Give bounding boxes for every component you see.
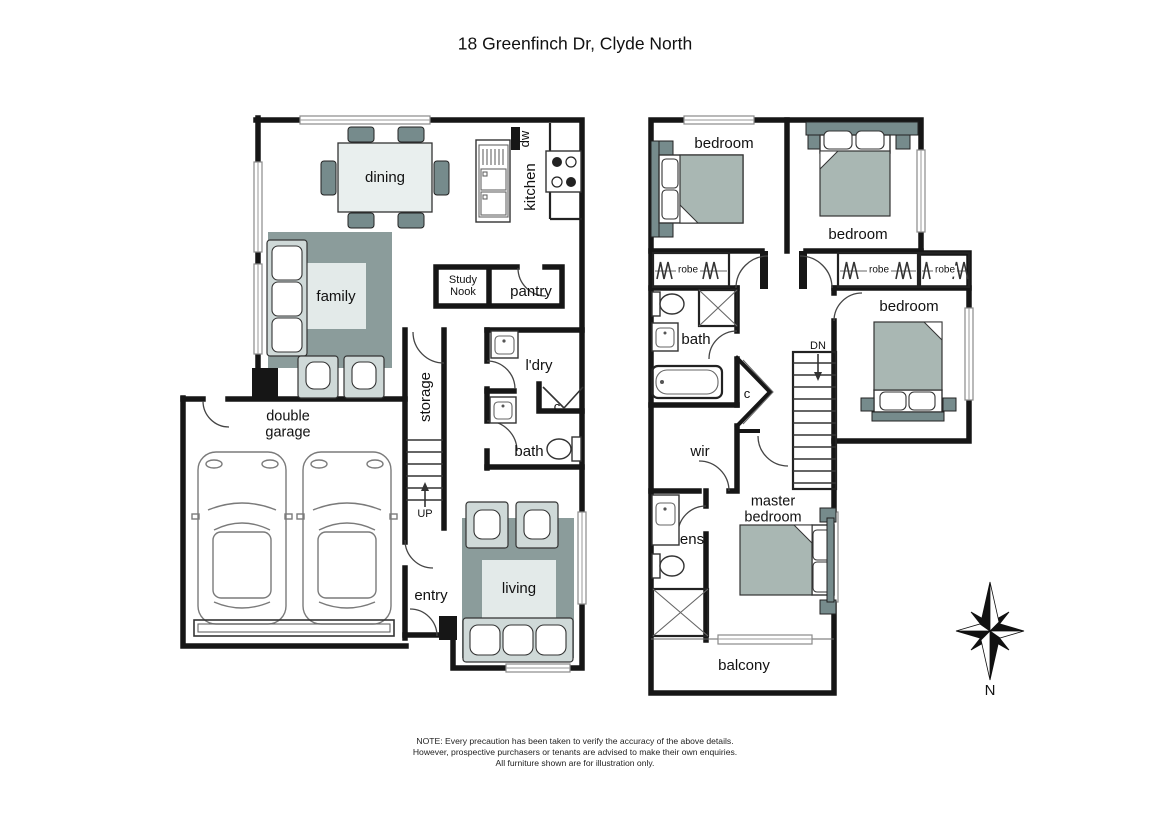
bathtub-icon <box>650 364 724 400</box>
stairs-up-icon <box>406 439 443 507</box>
note-line-2: However, prospective purchasers or tenan… <box>412 747 738 757</box>
first-floor-plan <box>648 115 974 696</box>
label-garage: double garage <box>265 408 311 440</box>
label-bath-ground: bath <box>514 442 544 460</box>
label-stairs-down: DN <box>810 340 826 353</box>
label-study-nook: Study Nook <box>448 274 478 298</box>
label-storage: storage <box>416 371 434 423</box>
label-bedroom-right: bedroom <box>879 297 939 315</box>
toilet-icon <box>546 436 582 462</box>
label-wir: wir <box>690 442 710 460</box>
living-armchair-icon <box>465 501 559 549</box>
label-kitchen: kitchen <box>521 163 539 211</box>
toilet-icon <box>651 291 685 317</box>
door-arc-icon <box>202 267 584 637</box>
shower-icon <box>651 587 710 638</box>
label-cupboard-ground: c <box>553 398 561 414</box>
living-sofa-icon <box>462 617 574 663</box>
label-pantry: pantry <box>510 282 552 300</box>
window-icon <box>253 115 587 673</box>
compass-north-label: N <box>984 681 996 699</box>
label-dining: dining <box>364 168 406 186</box>
shower-icon <box>697 288 739 328</box>
label-robe-1: robe <box>675 264 701 277</box>
family-sofa-icon <box>266 239 308 357</box>
label-ensuite: ens <box>679 530 705 548</box>
label-family: family <box>316 287 356 305</box>
fridge-icon <box>478 144 509 218</box>
note-line-3: All furniture shown are for illustration… <box>495 758 655 768</box>
ensuite-vanity-icon <box>651 494 680 546</box>
kitchen-island-icon <box>475 139 511 223</box>
label-balcony: balcony <box>718 656 770 674</box>
label-entry: entry <box>414 586 448 604</box>
label-laundry: l'dry <box>525 356 553 374</box>
page-title: 18 Greenfinch Dr, Clyde North <box>457 33 693 54</box>
label-cupboard-upper: c <box>743 385 751 401</box>
compass-icon <box>955 581 1025 681</box>
bath-vanity-icon <box>651 322 679 352</box>
dishwasher-icon <box>511 127 520 150</box>
bed-icon <box>650 121 957 615</box>
ground-floor-plan <box>180 115 587 673</box>
label-bedroom-top: bedroom <box>828 225 888 243</box>
balcony-door-icon <box>717 634 813 645</box>
stairs-down-icon <box>791 350 838 491</box>
label-living: living <box>501 579 537 597</box>
toilet-icon <box>651 553 685 579</box>
car-icon <box>191 451 398 625</box>
label-dishwasher: dw <box>516 130 532 148</box>
dining-table-icon <box>320 126 450 229</box>
label-master-bedroom: master bedroom <box>744 493 802 525</box>
laundry-sink-icon <box>490 330 519 359</box>
cupboard-bifold-icon <box>734 355 774 429</box>
bath-vanity-icon <box>489 396 517 424</box>
label-robe-3: robe <box>932 264 958 277</box>
armchair-icon <box>297 355 385 399</box>
label-stairs-up: UP <box>417 508 433 521</box>
label-bath-upper: bath <box>681 330 711 348</box>
label-robe-2: robe <box>866 264 892 277</box>
label-bedroom-front: bedroom <box>694 134 754 152</box>
cooktop-icon <box>545 150 582 193</box>
note-line-1: NOTE: Every precaution has been taken to… <box>416 736 734 746</box>
garage-door-icon <box>193 619 395 637</box>
